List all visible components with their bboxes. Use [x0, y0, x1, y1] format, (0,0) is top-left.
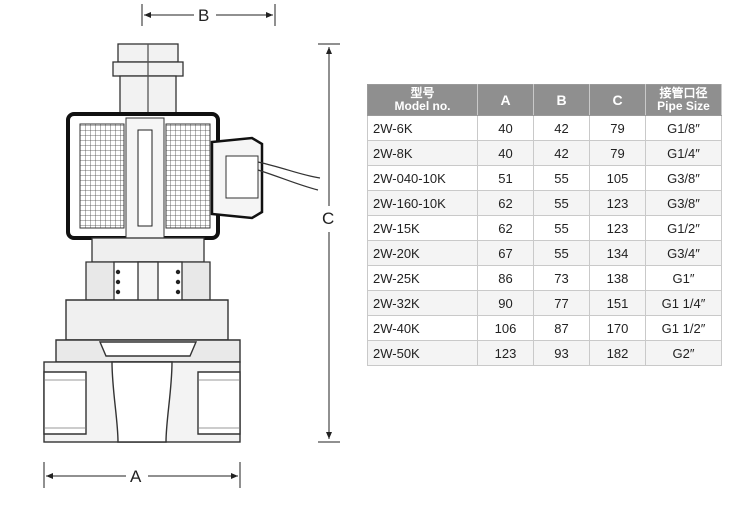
- header-model: 型号 Model no.: [367, 84, 478, 116]
- specification-table: 型号 Model no. A B C 接管口径 Pipe Size 2W-6K …: [367, 84, 722, 366]
- dimension-a-label: A: [130, 467, 142, 486]
- cell-a: 40: [477, 140, 534, 166]
- table-row: 2W-040-10K 51 55 105 G3/8″: [367, 165, 722, 191]
- dimension-b-label: B: [198, 6, 210, 25]
- cell-pipe: G1 1/4″: [645, 290, 722, 316]
- cell-model: 2W-15K: [367, 215, 478, 241]
- cell-b: 55: [533, 240, 590, 266]
- table-row: 2W-25K 86 73 138 G1″: [367, 265, 722, 291]
- cell-c: 105: [589, 165, 646, 191]
- cell-a: 51: [477, 165, 534, 191]
- cell-model: 2W-50K: [367, 340, 478, 366]
- cell-a: 86: [477, 265, 534, 291]
- cell-pipe: G1/4″: [645, 140, 722, 166]
- cell-pipe: G3/4″: [645, 240, 722, 266]
- coil-housing: [66, 112, 220, 240]
- cell-pipe: G1″: [645, 265, 722, 291]
- cell-model: 2W-160-10K: [367, 190, 478, 216]
- valve-body: [43, 299, 241, 443]
- table-row: 2W-32K 90 77 151 G1 1/4″: [367, 290, 722, 316]
- cell-pipe: G1/8″: [645, 115, 722, 141]
- cell-b: 55: [533, 190, 590, 216]
- cell-a: 106: [477, 315, 534, 341]
- header-pipe-cn: 接管口径: [659, 86, 708, 100]
- cell-b: 55: [533, 215, 590, 241]
- header-pipe-size: 接管口径 Pipe Size: [645, 84, 722, 116]
- cell-c: 151: [589, 290, 646, 316]
- valve-cross-section-drawing: [43, 4, 340, 488]
- cell-b: 87: [533, 315, 590, 341]
- cell-a: 67: [477, 240, 534, 266]
- cell-model: 2W-6K: [367, 115, 478, 141]
- cell-model: 2W-8K: [367, 140, 478, 166]
- cell-b: 42: [533, 115, 590, 141]
- dimension-c-label: C: [322, 209, 335, 228]
- cell-pipe: G1/2″: [645, 215, 722, 241]
- table-row: 2W-6K 40 42 79 G1/8″: [367, 115, 722, 141]
- cell-c: 134: [589, 240, 646, 266]
- cell-a: 40: [477, 115, 534, 141]
- table-row: 2W-50K 123 93 182 G2″: [367, 340, 722, 366]
- cell-c: 79: [589, 115, 646, 141]
- header-c: C: [589, 84, 646, 116]
- cell-c: 123: [589, 190, 646, 216]
- cell-model: 2W-40K: [367, 315, 478, 341]
- cell-a: 62: [477, 215, 534, 241]
- header-b: B: [533, 84, 590, 116]
- cell-b: 73: [533, 265, 590, 291]
- cell-model: 2W-040-10K: [367, 165, 478, 191]
- dimension-b: [141, 4, 276, 26]
- dimension-c: [318, 43, 340, 443]
- table-header-row: 型号 Model no. A B C 接管口径 Pipe Size: [367, 84, 722, 116]
- cell-c: 138: [589, 265, 646, 291]
- cell-c: 182: [589, 340, 646, 366]
- cell-c: 170: [589, 315, 646, 341]
- cell-b: 77: [533, 290, 590, 316]
- header-model-cn: 型号: [410, 86, 435, 100]
- cell-pipe: G2″: [645, 340, 722, 366]
- cell-c: 123: [589, 215, 646, 241]
- cell-pipe: G3/8″: [645, 190, 722, 216]
- cell-c: 79: [589, 140, 646, 166]
- dimension-a: [43, 462, 241, 488]
- cell-b: 55: [533, 165, 590, 191]
- header-model-en: Model no.: [394, 99, 451, 113]
- cell-a: 90: [477, 290, 534, 316]
- cell-model: 2W-20K: [367, 240, 478, 266]
- table-row: 2W-40K 106 87 170 G1 1/2″: [367, 315, 722, 341]
- table-row: 2W-160-10K 62 55 123 G3/8″: [367, 190, 722, 216]
- table-row: 2W-8K 40 42 79 G1/4″: [367, 140, 722, 166]
- header-pipe-en: Pipe Size: [657, 99, 710, 113]
- cell-model: 2W-32K: [367, 290, 478, 316]
- table-row: 2W-20K 67 55 134 G3/4″: [367, 240, 722, 266]
- top-terminal: [112, 43, 184, 117]
- cable-gland: [210, 136, 321, 220]
- cell-pipe: G1 1/2″: [645, 315, 722, 341]
- cell-a: 123: [477, 340, 534, 366]
- table-row: 2W-15K 62 55 123 G1/2″: [367, 215, 722, 241]
- cell-b: 93: [533, 340, 590, 366]
- cell-a: 62: [477, 190, 534, 216]
- cell-model: 2W-25K: [367, 265, 478, 291]
- cell-b: 42: [533, 140, 590, 166]
- header-a: A: [477, 84, 534, 116]
- cell-pipe: G3/8″: [645, 165, 722, 191]
